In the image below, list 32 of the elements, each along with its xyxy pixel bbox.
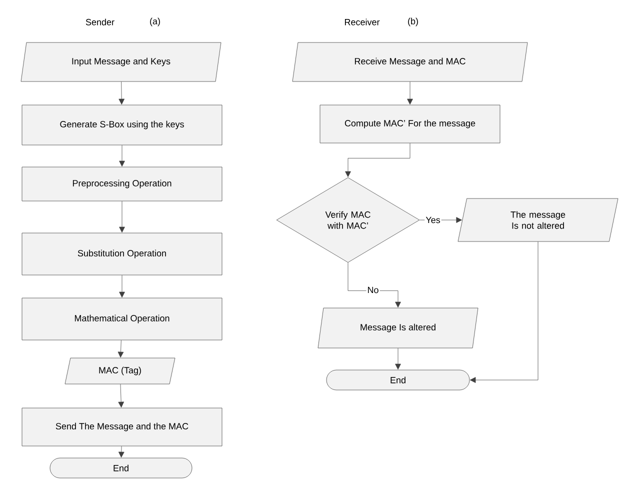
arrow bbox=[420, 217, 462, 223]
input-parallelogram: Input Message and Keys bbox=[20, 42, 222, 82]
process-box: Mathematical Operation bbox=[22, 298, 222, 340]
process-box: Generate S-Box using the keys bbox=[22, 104, 222, 146]
input-parallelogram: Receive Message and MAC bbox=[292, 42, 528, 82]
process-box: Send The Message and the MAC bbox=[22, 408, 222, 446]
arrow bbox=[407, 82, 413, 105]
arrow bbox=[119, 145, 125, 167]
process-box: Compute MAC’ For the message bbox=[320, 104, 500, 144]
process-box: Substitution Operation bbox=[22, 232, 222, 276]
arrow bbox=[395, 348, 401, 370]
column-heading: Receiver bbox=[344, 18, 380, 26]
panel-label: (b) bbox=[408, 18, 418, 26]
edge-label: No bbox=[366, 286, 380, 294]
arrow bbox=[118, 446, 124, 458]
arrow bbox=[470, 242, 538, 383]
terminator: End bbox=[326, 370, 470, 390]
output-parallelogram: The message Is not altered bbox=[458, 198, 618, 242]
terminator: End bbox=[50, 458, 192, 478]
edge-label: Yes bbox=[424, 216, 442, 224]
output-parallelogram: Message Is altered bbox=[318, 308, 478, 348]
panel-label: (a) bbox=[150, 18, 160, 26]
arrow bbox=[345, 143, 410, 178]
arrow bbox=[119, 201, 125, 233]
arrow bbox=[348, 262, 401, 308]
arrow bbox=[118, 340, 124, 358]
arrow bbox=[119, 275, 125, 298]
arrow bbox=[118, 384, 124, 408]
column-heading: Sender bbox=[86, 18, 114, 26]
arrow bbox=[118, 82, 125, 105]
output-parallelogram: MAC (Tag) bbox=[64, 358, 176, 384]
process-box: Preprocessing Operation bbox=[22, 166, 222, 202]
